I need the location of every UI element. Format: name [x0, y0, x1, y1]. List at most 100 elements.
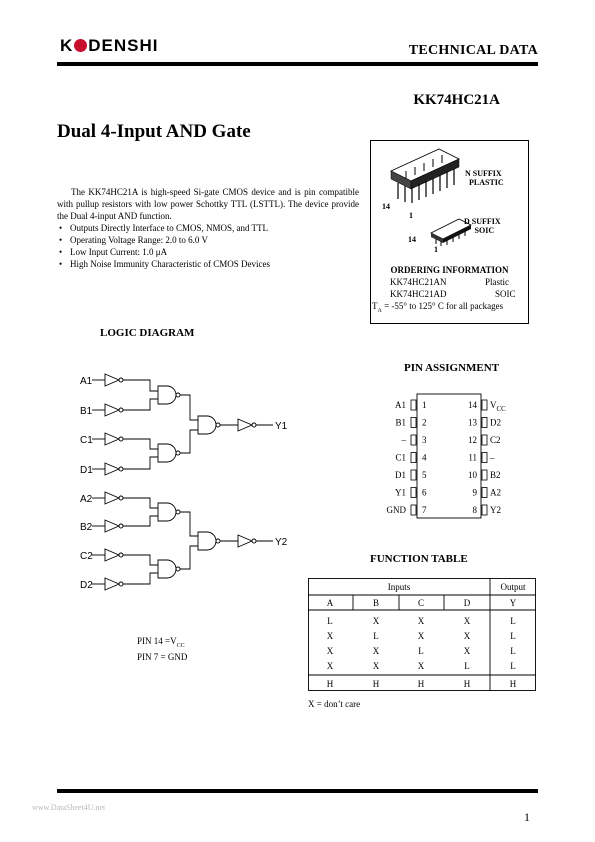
pin-name-left: C1 [395, 453, 406, 463]
pin-name-right: C2 [490, 435, 501, 445]
column-header-c: C [418, 598, 424, 608]
power-pin-note: PIN 14 =VCC PIN 7 = GND [137, 636, 188, 662]
input-label-c2: C2 [80, 551, 93, 562]
pin-name-left: B1 [395, 418, 406, 428]
pin-square [481, 434, 488, 446]
pin-square [410, 487, 417, 498]
pin-number-right: 11 [468, 453, 477, 463]
input-label-b1: B1 [80, 406, 93, 417]
pin-number-left: 4 [422, 453, 427, 463]
table-cell: X [373, 616, 380, 626]
pin-name-right: Y2 [490, 505, 501, 515]
pin-name-right: D2 [490, 418, 501, 428]
description-paragraph: The KK74HC21A is high-speed Si-gate CMOS… [57, 187, 359, 221]
input-buffer-b2 [104, 519, 124, 533]
nand-gate-2b [157, 559, 181, 579]
pin-number-right: 10 [468, 470, 478, 480]
dip-pin1-label: 1 [409, 211, 413, 220]
input-label-d2: D2 [80, 580, 93, 591]
pin-square [481, 399, 488, 411]
pin-number-left: 1 [422, 400, 427, 410]
d-suffix-label: D SUFFIX SOIC [464, 217, 501, 235]
order-part: KK74HC21AN [390, 277, 447, 287]
watermark: www.DataSheet4U.net [32, 803, 106, 812]
package-ordering-box: N SUFFIX PLASTIC 14 1 D SUFFIX SOIC 14 1… [370, 140, 529, 324]
order-package: SOIC [495, 289, 516, 299]
input-buffer-c1 [104, 432, 124, 446]
input-buffer-d1 [104, 462, 124, 476]
page-title: Dual 4-Input AND Gate [57, 121, 251, 142]
pin-number-left: 6 [422, 488, 427, 498]
table-cell: H [510, 679, 517, 689]
pin-square [410, 504, 417, 516]
temperature-range: TA = -55° to 125° C for all packages [372, 301, 504, 314]
dip-pin14-label: 14 [382, 202, 390, 211]
table-cell: H [464, 679, 471, 689]
pin-number-right: 12 [468, 435, 477, 445]
table-cell: X [373, 646, 380, 656]
table-cell: L [510, 616, 516, 626]
table-cell: X [327, 661, 334, 671]
nand-gate-1a [157, 385, 181, 405]
technical-data-label: TECHNICAL DATA [408, 43, 538, 58]
pin-square [410, 434, 417, 446]
package-drawings [390, 148, 472, 246]
pin-square [410, 399, 417, 411]
logic-diagram-heading: LOGIC DIAGRAM [100, 327, 195, 339]
pin-assignment-heading: PIN ASSIGNMENT [404, 362, 500, 374]
pin-square [481, 487, 488, 498]
input-buffer-c2 [104, 548, 124, 562]
pin-square [410, 452, 417, 463]
column-header-y: Y [510, 598, 517, 608]
feature-list: Outputs Directly Interface to CMOS, NMOS… [57, 222, 359, 270]
pin-number-left: 7 [422, 505, 427, 515]
table-cell: X [327, 631, 334, 641]
footer-rule [57, 789, 538, 793]
nand-gate-1c [197, 415, 221, 435]
output-group-header: Output [500, 582, 526, 592]
logo-text-denshi: DENSHI [88, 36, 159, 55]
n-suffix-label: N SUFFIX PLASTIC [465, 169, 504, 187]
soic-pin1-label: 1 [434, 245, 438, 254]
pin-number-right: 13 [468, 418, 478, 428]
feature-item: Operating Voltage Range: 2.0 to 6.0 V [59, 234, 359, 246]
output-label-y2: Y2 [275, 537, 288, 548]
input-label-a2: A2 [80, 494, 93, 505]
pin-square [481, 452, 488, 463]
pin-name-left: A1 [395, 400, 406, 410]
input-buffer-a1 [104, 373, 124, 387]
ordering-information-heading: ORDERING INFORMATION [390, 265, 509, 275]
nand-gate-2c [197, 531, 221, 551]
soic-package-drawing [430, 218, 472, 246]
table-cell: L [373, 631, 379, 641]
pin-number-left: 3 [422, 435, 427, 445]
table-cell: X [373, 661, 380, 671]
table-cell: X [418, 661, 425, 671]
soic-pin14-label: 14 [408, 235, 416, 244]
table-cell: X [464, 616, 471, 626]
feature-item: Outputs Directly Interface to CMOS, NMOS… [59, 222, 359, 234]
table-cell: X [464, 631, 471, 641]
page-number: 1 [524, 810, 530, 824]
logo-red-circle [74, 39, 88, 52]
pin-name-left: D1 [395, 470, 406, 480]
order-part: KK74HC21AD [390, 289, 447, 299]
header-rule [57, 62, 538, 66]
output-buffer-y2 [237, 534, 257, 548]
pin-number-right: 8 [473, 505, 478, 515]
input-label-c1: C1 [80, 435, 93, 446]
table-cell: X [327, 646, 334, 656]
table-cell: X [418, 631, 425, 641]
column-header-b: B [373, 598, 379, 608]
table-cell: H [418, 679, 425, 689]
pin-square [481, 469, 488, 481]
pin-name-right: B2 [490, 470, 501, 480]
pin-square [410, 417, 417, 428]
table-cell: L [418, 646, 424, 656]
pin-number-left: 5 [422, 470, 427, 480]
pin-number-left: 2 [422, 418, 427, 428]
input-label-a1: A1 [80, 376, 93, 387]
